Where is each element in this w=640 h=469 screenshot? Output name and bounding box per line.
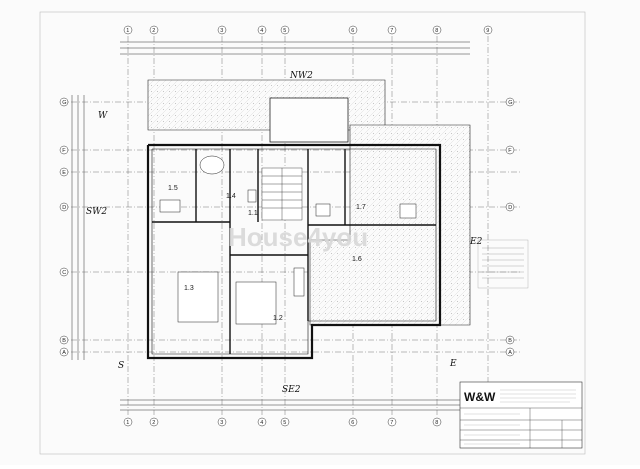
room-label-1-6: 1.6 [352, 256, 362, 263]
grid-row-a: A [62, 350, 66, 356]
grid-row-g-right: G [508, 100, 512, 106]
interior-walls [152, 149, 436, 354]
grid-col-4: 4 [260, 28, 263, 34]
room-label-1-2: 1.2 [273, 315, 283, 322]
left-dimension-lines [71, 95, 85, 360]
grid-row-markers-right: A B D F G [505, 97, 515, 357]
watermark-text: House4you [228, 222, 368, 252]
grid-row-e: E [62, 170, 66, 176]
grid-col-6: 6 [351, 28, 354, 34]
grid-row-a-right: A [508, 350, 512, 356]
title-block-logo: W&W [464, 390, 496, 404]
grid-col-8: 8 [435, 28, 438, 34]
title-block: W&W [459, 381, 583, 449]
handwritten-w: W [98, 111, 108, 121]
sheet-border [39, 11, 586, 455]
handwritten-se2: SE2 [282, 385, 301, 395]
outer-walls [146, 143, 442, 360]
staircase [261, 167, 303, 221]
grid-col-5: 5 [283, 28, 286, 34]
grid-col-7-bottom: 7 [390, 420, 393, 426]
fixtures [159, 155, 417, 325]
grid-col-2: 2 [152, 28, 155, 34]
grid-column-markers-bottom: 1 2 3 4 5 6 7 8 [123, 417, 442, 427]
grid-row-d: D [62, 205, 66, 211]
room-label-1-3: 1.3 [184, 285, 194, 292]
handwritten-sw2: SW2 [86, 207, 107, 217]
grid-col-8-bottom: 8 [435, 420, 438, 426]
handwritten-nw2: NW2 [289, 71, 313, 81]
grid-row-d-right: D [508, 205, 512, 211]
grid-col-7: 7 [390, 28, 393, 34]
room-label-1-4: 1.4 [226, 193, 236, 200]
handwritten-e2: E2 [469, 237, 483, 247]
handwritten-s: S [118, 361, 124, 371]
room-label-1-1: 1.1 [248, 210, 258, 217]
grid-row-c: C [62, 270, 66, 276]
grid-row-b-right: B [508, 338, 512, 344]
grid-row-b: B [62, 338, 66, 344]
bottom-dimension-lines [120, 399, 460, 411]
roof-areas [147, 79, 471, 326]
handwritten-e: E [449, 359, 457, 369]
grid-col-1-bottom: 1 [126, 420, 129, 426]
grid-col-6-bottom: 6 [351, 420, 354, 426]
room-label-1-5: 1.5 [168, 185, 178, 192]
room-label-1-7: 1.7 [356, 204, 366, 211]
grid-col-3: 3 [220, 28, 223, 34]
grid-row-f-right: F [508, 148, 512, 154]
grid-row-g: G [62, 100, 66, 106]
grid-row-f: F [62, 148, 66, 154]
grid-col-2-bottom: 2 [152, 420, 155, 426]
grid-column-markers: 1 2 3 4 5 6 7 8 9 [123, 25, 493, 35]
top-dimension-lines [120, 41, 470, 55]
grid-row-markers-left: A B C D E F G [59, 97, 69, 357]
grid-col-3-bottom: 3 [220, 420, 223, 426]
grid-col-9: 9 [486, 28, 489, 34]
room-area-legend [477, 239, 529, 289]
grid-col-5-bottom: 5 [283, 420, 286, 426]
grid-col-1: 1 [126, 28, 129, 34]
grid-col-4-bottom: 4 [260, 420, 263, 426]
